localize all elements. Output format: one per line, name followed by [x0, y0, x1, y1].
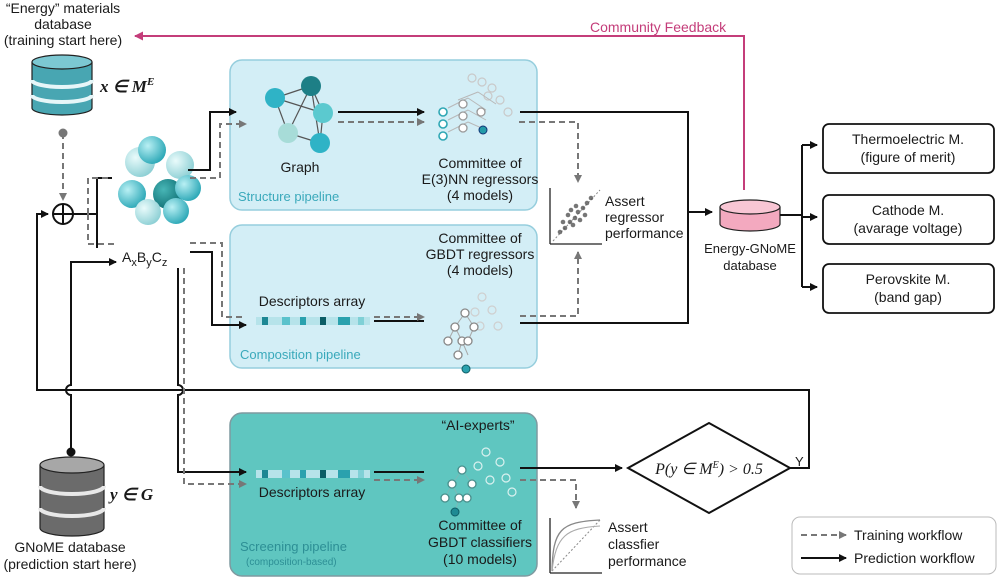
crystal-structure-icon	[118, 136, 201, 225]
output-thermoelectric-sub: (figure of merit)	[861, 149, 956, 165]
training-db-title-2: database	[34, 16, 92, 32]
assert-classifier-3: performance	[608, 553, 687, 569]
screening-pipeline-box	[229, 412, 538, 577]
assert-regressor-1: Assert	[605, 193, 645, 209]
assert-classifier-1: Assert	[608, 519, 648, 535]
assert-regressor-3: performance	[605, 225, 684, 241]
structure-committee-2: E(3)NN regressors	[422, 171, 539, 187]
energy-db-line2: database	[723, 258, 777, 273]
prediction-database-icon	[38, 456, 106, 537]
composition-pipeline-label: Composition pipeline	[240, 347, 361, 362]
training-database-icon	[30, 54, 94, 116]
structure-pipeline-box	[229, 59, 538, 211]
scatter-plot-icon	[549, 188, 602, 245]
composition-descriptors-label: Descriptors array	[259, 293, 366, 309]
output-thermoelectric: Thermoelectric M. (figure of merit)	[822, 123, 995, 174]
prediction-db-math: y ∈ G	[108, 485, 154, 504]
community-feedback-arrow	[134, 31, 745, 190]
graph-icon	[265, 76, 333, 153]
output-cathode: Cathode M. (avarage voltage)	[822, 194, 995, 245]
composition-committee-1: Committee of	[438, 230, 521, 246]
screening-experts-label: “AI-experts”	[441, 417, 514, 433]
screening-descriptor-array-icon	[256, 470, 370, 478]
structure-committee-1: Committee of	[438, 155, 521, 171]
output-perovskite-sub: (band gap)	[874, 289, 942, 305]
training-db-title-1: “Energy” materials	[6, 0, 120, 16]
output-perovskite: Perovskite M. (band gap)	[822, 263, 995, 314]
classifier-ensemble-icon	[440, 447, 517, 517]
prediction-db-title-1: GNoME database	[14, 539, 125, 555]
screening-committee-1: Committee of	[438, 517, 521, 533]
neural-net-icon	[438, 73, 513, 141]
output-cathode-title: Cathode M.	[872, 202, 944, 218]
oplus-icon	[52, 203, 74, 225]
screening-descriptors-label: Descriptors array	[259, 484, 366, 500]
energy-gnome-database-icon	[719, 199, 781, 232]
composition-committee-2: GBDT regressors	[426, 246, 535, 262]
tree-ensemble-icon	[443, 292, 503, 374]
assert-classifier-2: classfier	[608, 536, 660, 552]
screening-committee-2: GBDT classifiers	[428, 534, 532, 550]
screening-pipeline-sublabel: (composition-based)	[246, 557, 337, 568]
structure-committee-3: (4 models)	[447, 187, 513, 203]
composition-formula: AxByCz	[122, 249, 167, 269]
decision-expression: P(y ∈ ME) > 0.5	[654, 460, 763, 478]
composition-pipeline-box	[229, 224, 538, 369]
assert-regressor-2: regressor	[605, 209, 664, 225]
roc-curve-icon	[549, 518, 602, 574]
output-cathode-sub: (avarage voltage)	[854, 220, 963, 236]
training-db-title-3: (training start here)	[4, 32, 122, 48]
descriptor-array-icon	[256, 317, 370, 325]
screening-pipeline-label: Screening pipeline	[240, 539, 347, 554]
graph-label: Graph	[281, 159, 320, 175]
legend-training: Training workflow	[854, 527, 963, 543]
legend-prediction: Prediction workflow	[854, 550, 975, 566]
decision-yes-label: Y	[795, 454, 804, 469]
community-feedback-label: Community Feedback	[590, 19, 727, 35]
output-perovskite-title: Perovskite M.	[866, 271, 951, 287]
training-db-math: x ∈ ME	[99, 76, 154, 96]
energy-db-line1: Energy-GNoME	[704, 241, 796, 256]
screening-committee-3: (10 models)	[443, 551, 517, 567]
structure-pipeline-label: Structure pipeline	[238, 189, 339, 204]
composition-committee-3: (4 models)	[447, 262, 513, 278]
output-thermoelectric-title: Thermoelectric M.	[852, 131, 964, 147]
prediction-db-title-2: (prediction start here)	[3, 556, 136, 572]
